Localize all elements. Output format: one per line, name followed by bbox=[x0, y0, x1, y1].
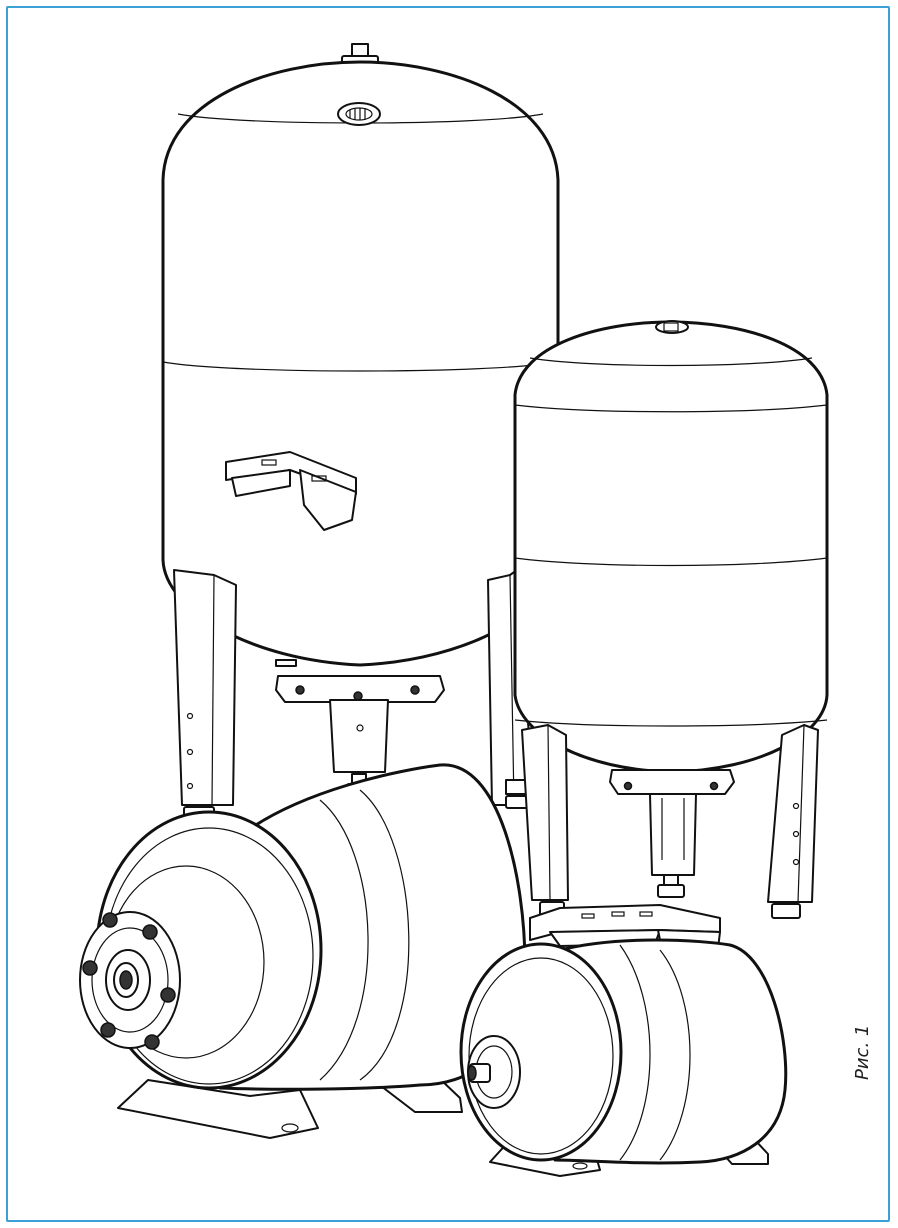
medium-vertical-tank-badge bbox=[655, 320, 689, 334]
large-horizontal-tank-top-bracket bbox=[225, 451, 357, 531]
large-vertical-tank-bottom-flange bbox=[275, 659, 445, 799]
figure-frame bbox=[6, 6, 890, 1222]
large-vertical-tank-body bbox=[161, 60, 560, 667]
medium-vertical-tank-body bbox=[513, 320, 829, 774]
small-horizontal-tank-flange bbox=[467, 1035, 521, 1109]
large-vertical-tank-legs bbox=[173, 569, 535, 820]
large-horizontal-tank bbox=[79, 451, 527, 1139]
large-vertical-tank-badge bbox=[337, 102, 381, 126]
large-horizontal-tank-flange bbox=[79, 911, 181, 1050]
medium-vertical-tank-bottom-flange bbox=[609, 769, 735, 898]
large-vertical-tank bbox=[161, 43, 560, 820]
figure-caption-text: Рис. 1 bbox=[852, 1024, 873, 1080]
figure-caption: Рис. 1 bbox=[852, 1025, 892, 1130]
small-horizontal-tank bbox=[459, 904, 788, 1177]
medium-vertical-tank bbox=[513, 320, 829, 919]
